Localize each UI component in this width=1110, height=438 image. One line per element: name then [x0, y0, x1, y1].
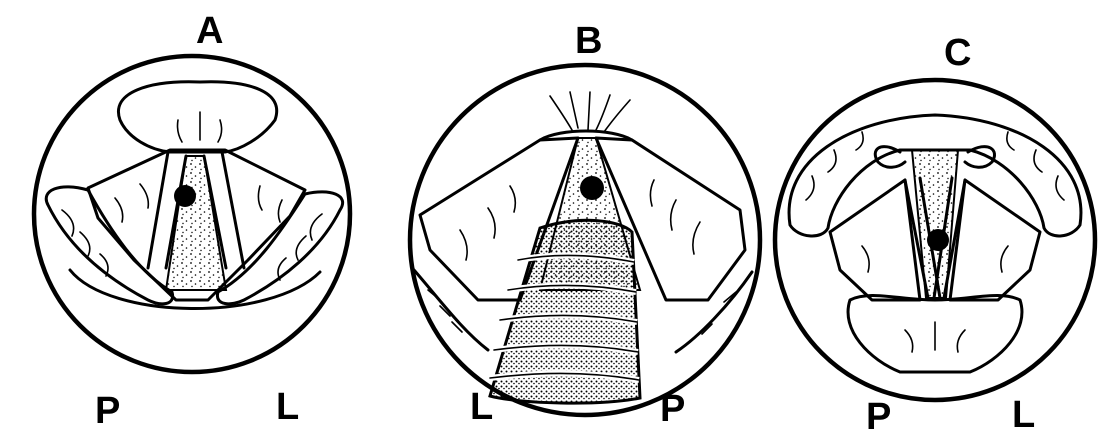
panel-b-drawing [410, 65, 760, 415]
panel-c-drawing [775, 80, 1095, 400]
panel-a-drawing [34, 56, 350, 372]
